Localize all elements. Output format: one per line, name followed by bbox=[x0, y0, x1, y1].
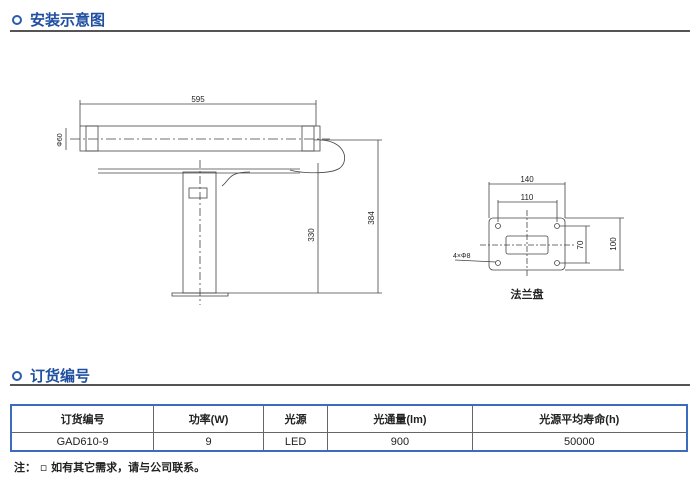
note: 注： ▫ 如有其它需求，请与公司联系。 bbox=[14, 459, 205, 475]
square-bullet-icon: ▫ bbox=[39, 461, 48, 474]
header-cell: 光源平均寿命(h) bbox=[471, 404, 688, 433]
stand-post bbox=[182, 171, 217, 294]
table-row: GAD610-9 9 LED 900 50000 bbox=[10, 432, 688, 452]
circle-bullet-icon bbox=[12, 14, 22, 25]
dim-label-holes: 4×Φ8 bbox=[453, 253, 471, 260]
tube-body bbox=[79, 125, 321, 152]
order-table: 订货编号 功率(W) 光源 光通量(lm) 光源平均寿命(h) GAD610-9… bbox=[10, 404, 688, 452]
header-cell: 功率(W) bbox=[153, 404, 264, 433]
table-cell: 9 bbox=[153, 432, 264, 452]
table-cell: GAD610-9 bbox=[10, 432, 155, 452]
circle-bullet-icon bbox=[12, 370, 22, 381]
dim-label-110: 110 bbox=[521, 193, 534, 202]
dim-label-70: 70 bbox=[576, 240, 585, 249]
table-header-row: 订货编号 功率(W) 光源 光通量(lm) 光源平均寿命(h) bbox=[10, 404, 688, 433]
cable bbox=[289, 139, 345, 174]
base-plate bbox=[171, 292, 229, 297]
dim-label-330: 330 bbox=[307, 228, 316, 242]
dim-label-100: 100 bbox=[609, 237, 618, 251]
header-cell: 光源 bbox=[262, 404, 329, 433]
table-cell: LED bbox=[262, 432, 329, 452]
table-cell: 50000 bbox=[471, 432, 688, 452]
flange-label: 法兰盘 bbox=[511, 287, 544, 301]
header-cell: 光通量(lm) bbox=[327, 404, 473, 433]
dim-label-140: 140 bbox=[520, 175, 534, 184]
dim-label-595: 595 bbox=[191, 95, 205, 104]
table-cell: 900 bbox=[327, 432, 473, 452]
section-title: 安装示意图 bbox=[30, 11, 106, 29]
header-cell: 订货编号 bbox=[10, 404, 155, 433]
section-order-heading: 订货编号 bbox=[12, 365, 90, 386]
tube-end-cap-right bbox=[301, 125, 315, 152]
dim-label-384: 384 bbox=[367, 211, 376, 225]
dim-label-diameter: Φ60 bbox=[57, 133, 64, 146]
divider bbox=[10, 384, 690, 386]
tube-end-cap-left bbox=[85, 125, 99, 152]
note-prefix: 注： bbox=[14, 461, 36, 474]
installation-diagram: 595 Φ60 330 384 140 110 70 100 4×Φ8 法兰盘 bbox=[57, 95, 624, 305]
section-title: 订货编号 bbox=[30, 367, 91, 385]
divider bbox=[10, 30, 690, 32]
note-text: 如有其它需求，请与公司联系。 bbox=[51, 461, 206, 474]
section-install-heading: 安装示意图 bbox=[12, 9, 105, 30]
